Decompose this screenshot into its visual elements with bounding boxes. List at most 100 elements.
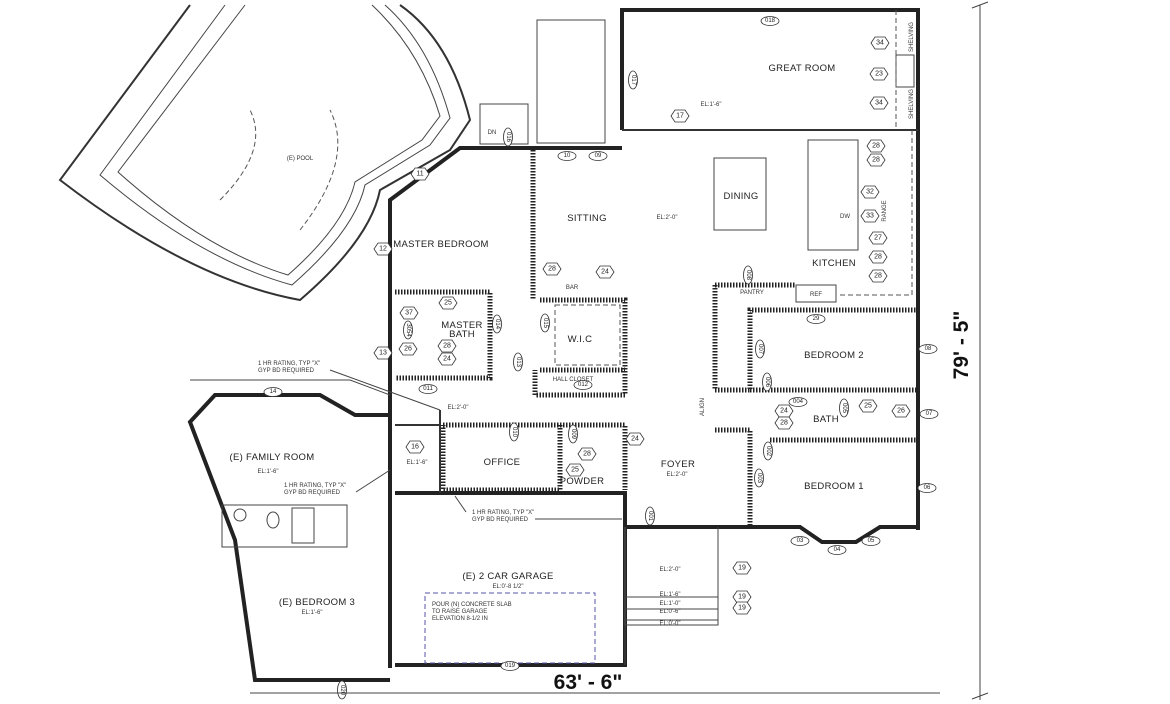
keynote-number: 34 [875, 100, 883, 107]
label-wic: W.I.C [568, 334, 593, 345]
door-window-tag: 011 [418, 384, 438, 394]
keynote-tag: 24 [625, 432, 645, 446]
keynote-number: 25 [864, 403, 872, 410]
door-window-tag: 003 [754, 468, 764, 488]
el-step2: EL:1'-0" [660, 601, 681, 607]
tag-number: 017 [630, 75, 636, 86]
keynote-number: 26 [404, 346, 412, 353]
keynote-number: 23 [875, 71, 883, 78]
keynote-tag: 23 [869, 67, 889, 81]
dimension-depth: 79' - 5" [950, 311, 973, 380]
keynote-tag: 12 [373, 242, 393, 256]
label-great-room: GREAT ROOM [768, 63, 835, 74]
label-shelving-2: SHELVING [909, 89, 915, 119]
keynote-number: 24 [631, 436, 639, 443]
door-window-tag: 05 [861, 536, 881, 546]
label-bath: BATH [813, 414, 839, 425]
tag-number: 001 [647, 511, 653, 522]
tag-number: 08 [925, 346, 932, 352]
door-window-tag: 005 [839, 398, 849, 418]
keynote-tag: 19 [732, 590, 752, 604]
keynote-tag: 32 [860, 185, 880, 199]
keynote-tag: 28 [866, 153, 886, 167]
door-window-tag: 002 [763, 441, 773, 461]
keynote-tag: 33 [860, 209, 880, 223]
label-range: RANGE [882, 200, 888, 221]
label-foyer: FOYER [661, 459, 695, 470]
keynote-number: 28 [874, 273, 882, 280]
existing-wing [187, 379, 441, 682]
keynote-tag: 16 [405, 440, 425, 454]
keynote-number: 16 [411, 444, 419, 451]
tag-number: 003 [756, 473, 762, 484]
keynote-number: 28 [872, 157, 880, 164]
room-labels: GREAT ROOM EL:1'-6" DINING KITCHEN SITTI… [230, 22, 915, 627]
keynote-tag: 37 [399, 306, 419, 320]
pool-label: (E) POOL [287, 156, 314, 162]
label-bar: BAR [566, 285, 579, 291]
door-window-tag: 06 [917, 483, 937, 493]
keynote-number: 19 [738, 605, 746, 612]
el-hall: EL:2'-0" [448, 405, 469, 411]
note-slab-1: POUR (N) CONCRETE SLAB [432, 602, 512, 608]
keynote-tag: 19 [732, 601, 752, 615]
keynote-number: 12 [379, 246, 387, 253]
keynote-number: 11 [416, 171, 423, 178]
keynote-tag: 25 [565, 463, 585, 477]
keynote-number: 28 [443, 343, 451, 350]
label-bedroom-2: BEDROOM 2 [804, 350, 864, 361]
note-rating-a1: 1 HR RATING, TYP "X" [258, 361, 320, 367]
tag-number: 06 [924, 485, 931, 491]
el-bedroom-3: EL:1'-6" [302, 610, 323, 616]
keynote-number: 32 [866, 189, 874, 196]
label-bedroom-3: (E) BEDROOM 3 [279, 597, 355, 608]
keynote-tag: 25 [438, 296, 458, 310]
keynote-number: 24 [601, 269, 609, 276]
tag-number: 005 [841, 403, 847, 414]
label-sitting: SITTING [567, 213, 607, 224]
keynote-tag: 24 [437, 352, 457, 366]
tag-number: 007 [757, 344, 763, 355]
note-rating-b1: 1 HR RATING, TYP "X" [284, 483, 346, 489]
door-window-tag: 008 [743, 265, 753, 285]
keynote-tag: 19 [732, 561, 752, 575]
note-rating-c1: 1 HR RATING, TYP "X" [472, 510, 534, 516]
door-window-tag: 013 [513, 352, 523, 372]
el-step1: EL:1'-6" [660, 592, 681, 598]
keynote-number: 27 [874, 235, 882, 242]
tag-number: 010 [511, 427, 517, 438]
note-slab-2: TO RAISE GARAGE [432, 609, 487, 615]
door-window-tag: 010 [509, 422, 519, 442]
keynote-tag: 28 [437, 339, 457, 353]
door-window-tag: 007 [755, 339, 765, 359]
keynote-number: 28 [872, 143, 880, 150]
door-window-tag: 10 [557, 151, 577, 161]
label-align: ALIGN [700, 398, 706, 416]
door-window-tag: 016 [503, 127, 513, 147]
keynote-tag: 34 [870, 36, 890, 50]
label-shelving-1: SHELVING [909, 22, 915, 52]
el-grade: EL:0'-0" [660, 621, 681, 627]
keynote-tag: 28 [866, 139, 886, 153]
keynote-number: 24 [780, 408, 788, 415]
label-master-bath: MASTER [441, 320, 482, 331]
tag-number: 14 [270, 389, 277, 395]
tag-number: 012 [578, 382, 589, 388]
keynote-number: 19 [738, 594, 746, 601]
keynote-number: 25 [571, 467, 579, 474]
door-window-tag: 019 [500, 661, 520, 671]
label-dn: DN [488, 130, 497, 136]
door-window-tag: 006 [762, 372, 772, 392]
keynote-number: 28 [548, 266, 556, 273]
label-pantry: PANTRY [740, 290, 764, 296]
keynote-number: 37 [405, 310, 413, 317]
door-window-tag: 07 [919, 409, 939, 419]
tag-number: 019 [505, 663, 516, 669]
dimension-width: 63' - 6" [554, 671, 623, 694]
tag-number: 10 [564, 153, 571, 159]
tag-number: 014 [494, 319, 500, 330]
dimensions: 63' - 6" 79' - 5" [250, 1, 989, 700]
door-window-tag: 004 [788, 397, 808, 407]
